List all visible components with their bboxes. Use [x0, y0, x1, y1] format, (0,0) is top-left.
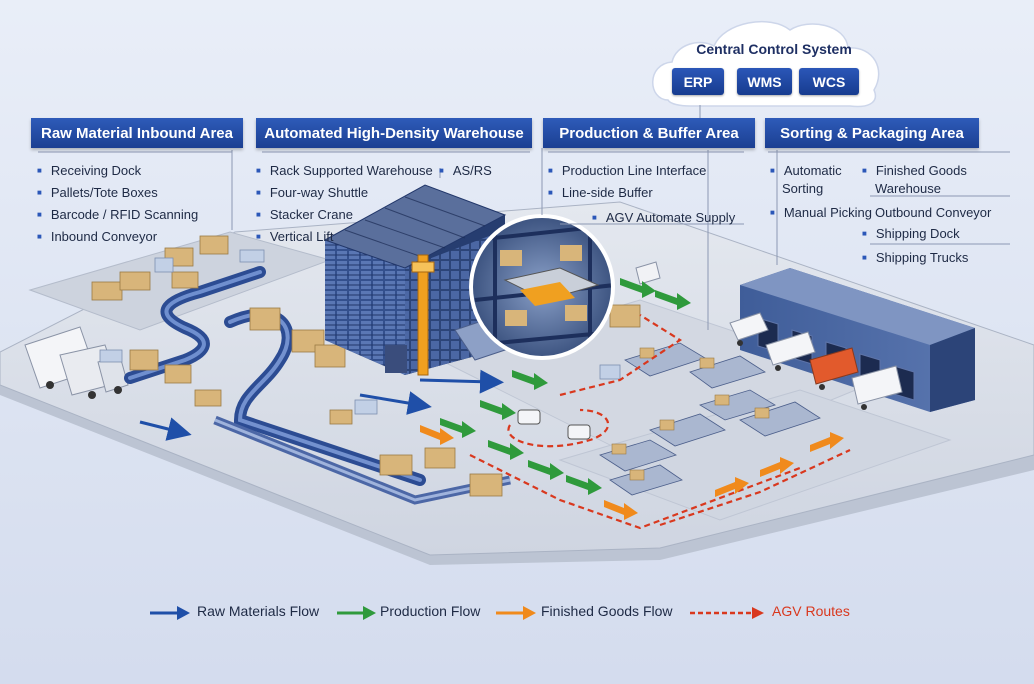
- bullet-warehouse-3: Four-way Shuttle: [256, 184, 368, 203]
- bullet-warehouse-1: Rack Supported Warehouse: [256, 162, 433, 181]
- bullet-production-3: AGV Automate Supply: [592, 209, 735, 228]
- bullet-inbound-3: Barcode / RFID Scanning: [37, 206, 198, 225]
- bullet-inbound-1: Receiving Dock: [37, 162, 141, 181]
- area-header-production: Production & Buffer Area: [543, 118, 755, 148]
- bullet-inbound-2: Pallets/Tote Boxes: [37, 184, 158, 203]
- control-system-title: Central Control System: [696, 41, 852, 57]
- bullet-sorting-shipping-trucks: Shipping Trucks: [862, 249, 969, 268]
- bullet-sorting-automatic: Automatic: [770, 162, 842, 181]
- legend-raw-materials: Raw Materials Flow: [197, 603, 320, 619]
- bullet-sorting-finished-goods-cont: Warehouse: [875, 181, 941, 196]
- area-header-sorting: Sorting & Packaging Area: [765, 118, 979, 148]
- bullet-sorting-automatic-cont: Sorting: [782, 181, 824, 196]
- erp-module: ERP: [672, 68, 724, 95]
- bullet-inbound-4: Inbound Conveyor: [37, 228, 157, 247]
- legend-production: Production Flow: [380, 603, 481, 619]
- legend-finished-goods: Finished Goods Flow: [541, 603, 673, 619]
- area-header-warehouse: Automated High-Density Warehouse: [256, 118, 532, 148]
- bullet-production-1: Production Line Interface: [548, 162, 707, 181]
- area-header-inbound: Raw Material Inbound Area: [31, 118, 243, 148]
- wcs-module: WCS: [799, 68, 859, 95]
- bullet-sorting-manual-picking: Manual Picking: [770, 204, 872, 223]
- bullet-warehouse-2: AS/RS: [439, 162, 492, 181]
- legend-agv-routes: AGV Routes: [772, 603, 850, 619]
- wms-module: WMS: [737, 68, 792, 95]
- bullet-warehouse-4: Stacker Crane: [256, 206, 353, 225]
- bullet-warehouse-5: Vertical Lift: [256, 228, 334, 247]
- bullet-sorting-shipping-dock: Shipping Dock: [862, 225, 960, 244]
- bullet-sorting-finished-goods: Finished Goods: [862, 162, 967, 181]
- bullet-production-2: Line-side Buffer: [548, 184, 653, 203]
- bullet-sorting-outbound-conveyor: Outbound Conveyor: [875, 205, 992, 220]
